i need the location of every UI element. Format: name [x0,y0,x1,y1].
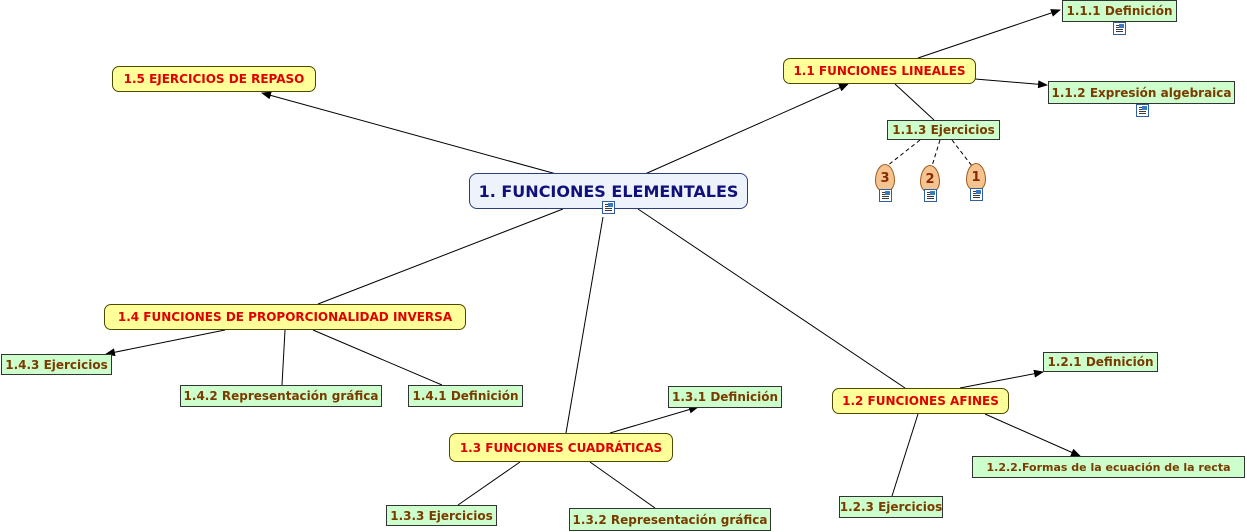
leaf-1-2-1-label: 1.2.1 Definición [1047,355,1154,369]
leaf-1-4-1-label: 1.4.1 Definición [412,389,519,403]
leaf-1-4-2-representacion[interactable]: 1.4.2 Representación gráfica [180,385,382,407]
edge-root-t12 [637,208,906,389]
leaf-1-3-2-label: 1.3.2 Representación gráfica [572,512,768,527]
edge-l113-ex3 [886,139,921,167]
edge-t12-l122 [984,413,1081,457]
topic-funciones-lineales-label: 1.1 FUNCIONES LINEALES [793,64,966,78]
topic-proporcionalidad-inversa-label: 1.4 FUNCIONES DE PROPORCIONALIDAD INVERS… [117,310,453,324]
edge-t14-l143 [105,329,226,357]
edge-root-t15 [261,91,561,176]
document-icon[interactable] [879,189,892,202]
leaf-1-1-1-definicion[interactable]: 1.1.1 Definición [1062,0,1177,22]
leaf-1-1-2-label: 1.1.2 Expresión algebraica [1051,85,1232,100]
edge-root-t11 [644,83,849,175]
leaf-1-3-1-definicion[interactable]: 1.3.1 Definición [668,386,782,408]
leaf-1-2-3-label: 1.2.3 Ejercicios [839,500,943,514]
exercise-2-node[interactable]: 2 [920,165,940,193]
leaf-1-1-3-label: 1.1.3 Ejercicios [892,123,995,137]
exercise-2-label: 2 [925,171,935,187]
document-icon[interactable] [1113,22,1126,35]
exercise-3-node[interactable]: 3 [875,164,895,192]
leaf-1-1-3-ejercicios[interactable]: 1.1.3 Ejercicios [887,120,1000,140]
leaf-1-4-2-label: 1.4.2 Representación gráfica [183,389,379,403]
topic-funciones-afines[interactable]: 1.2 FUNCIONES AFINES [832,388,1009,414]
document-icon[interactable] [924,189,937,202]
topic-funciones-lineales[interactable]: 1.1 FUNCIONES LINEALES [783,58,976,84]
topic-funciones-afines-label: 1.2 FUNCIONES AFINES [842,394,999,408]
edge-root-t13 [565,216,604,434]
edge-root-t14 [317,208,564,305]
edge-t13-l131 [609,405,699,434]
leaf-1-4-3-ejercicios[interactable]: 1.4.3 Ejercicios [1,354,112,375]
topic-ejercicios-repaso-label: 1.5 EJERCICIOS DE REPASO [123,72,305,86]
edge-t11-l113 [894,83,935,121]
leaf-1-2-2-label: 1.2.2.Formas de la ecuación de la recta [986,460,1231,474]
edge-t11-l112 [974,78,1048,89]
edge-l113-ex2 [931,139,941,167]
document-icon[interactable] [1136,104,1149,117]
edge-t13-l132 [589,461,656,509]
document-icon[interactable] [602,201,615,214]
edge-t11-l111 [917,9,1061,59]
root-node[interactable]: 1. FUNCIONES ELEMENTALES [469,173,748,209]
leaf-1-3-1-label: 1.3.1 Definición [671,390,778,404]
edge-t14-l141 [312,329,443,386]
topic-proporcionalidad-inversa[interactable]: 1.4 FUNCIONES DE PROPORCIONALIDAD INVERS… [104,304,466,330]
edge-t12-l121 [959,369,1044,389]
leaf-1-2-1-definicion[interactable]: 1.2.1 Definición [1043,352,1158,372]
leaf-1-2-3-ejercicios[interactable]: 1.2.3 Ejercicios [839,496,943,518]
topic-ejercicios-repaso[interactable]: 1.5 EJERCICIOS DE REPASO [112,66,316,92]
leaf-1-3-3-ejercicios[interactable]: 1.3.3 Ejercicios [386,505,497,526]
leaf-1-4-1-definicion[interactable]: 1.4.1 Definición [408,385,523,407]
leaf-1-1-2-expresion[interactable]: 1.1.2 Expresión algebraica [1048,81,1235,104]
exercise-3-label: 3 [880,170,890,186]
leaf-1-3-2-representacion[interactable]: 1.3.2 Representación gráfica [569,508,771,531]
leaf-1-2-2-formas[interactable]: 1.2.2.Formas de la ecuación de la recta [972,456,1245,478]
root-label: 1. FUNCIONES ELEMENTALES [478,181,739,201]
document-icon[interactable] [970,188,983,201]
edge-l113-ex1 [951,139,973,167]
edge-t12-l123 [891,413,919,497]
exercise-1-node[interactable]: 1 [966,163,986,191]
exercise-1-label: 1 [971,169,981,185]
topic-funciones-cuadraticas[interactable]: 1.3 FUNCIONES CUADRÁTICAS [449,433,673,462]
leaf-1-1-1-label: 1.1.1 Definición [1066,4,1173,18]
leaf-1-3-3-label: 1.3.3 Ejercicios [390,508,493,523]
leaf-1-4-3-label: 1.4.3 Ejercicios [5,357,108,372]
topic-funciones-cuadraticas-label: 1.3 FUNCIONES CUADRÁTICAS [459,440,663,455]
edge-t13-l133 [457,461,521,506]
edge-t14-l142 [281,329,286,386]
